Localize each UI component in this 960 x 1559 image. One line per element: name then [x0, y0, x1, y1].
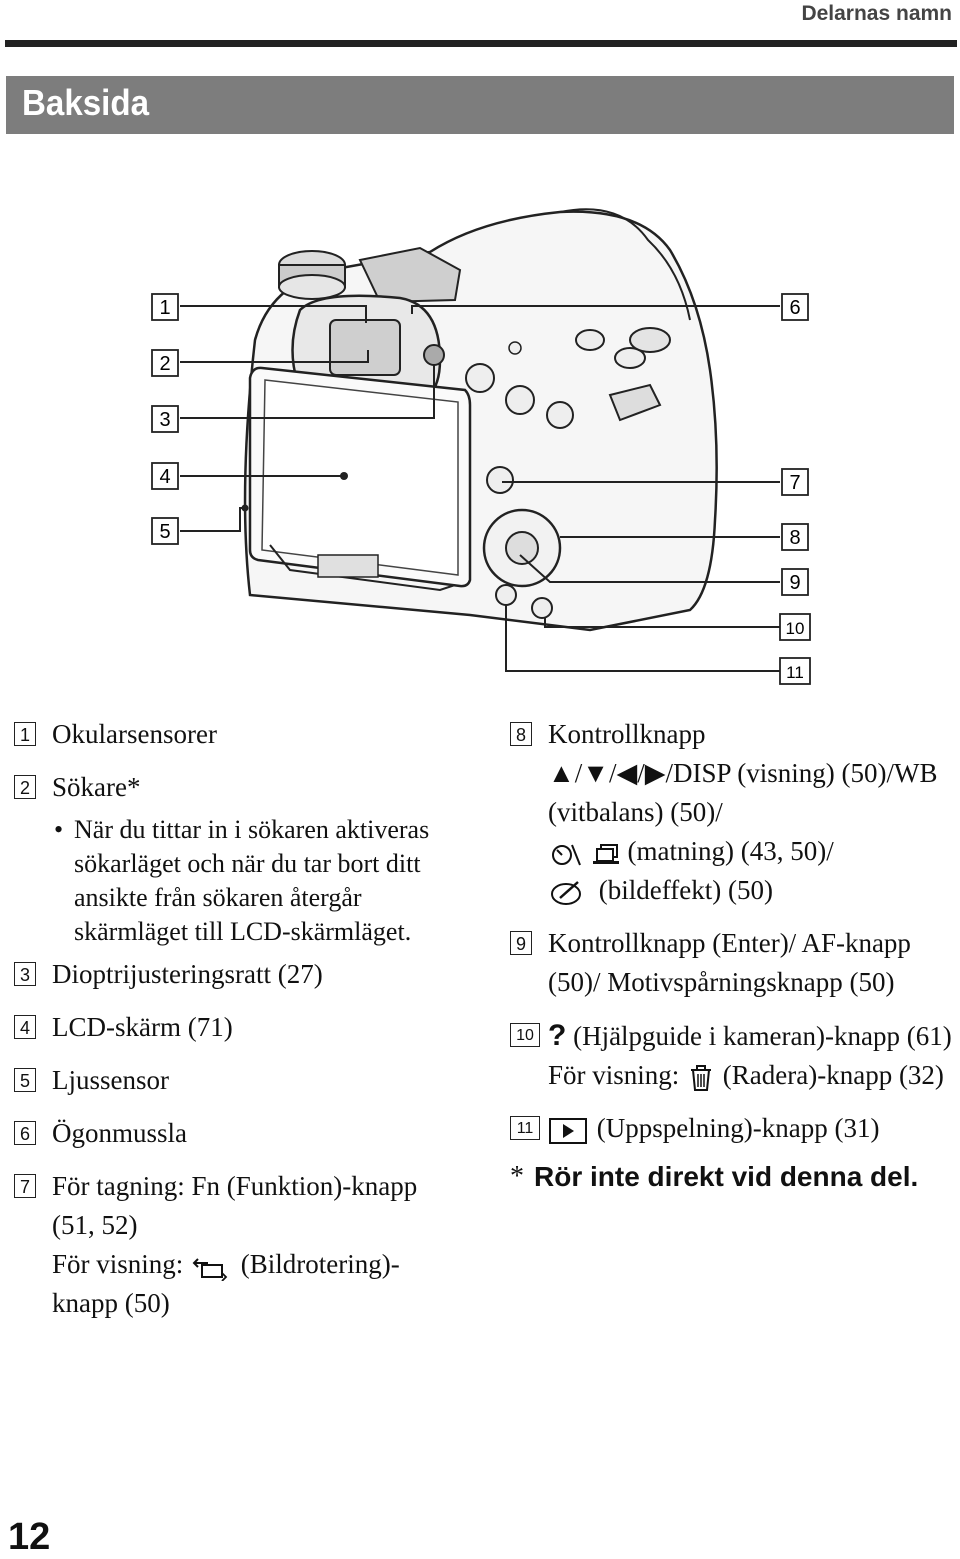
asterisk: *: [510, 1161, 524, 1192]
callout-8: 8: [781, 523, 809, 551]
legend-item-8: 8 Kontrollknapp ▲/▼/◀/▶/DISP (visning) (…: [510, 715, 955, 910]
callout-11: 11: [779, 657, 811, 685]
trash-icon: [691, 1064, 712, 1091]
page-title-banner: Baksida: [6, 76, 954, 134]
callout-3: 3: [151, 405, 179, 433]
legend-item-1: 1 Okularsensorer: [14, 715, 464, 754]
header-rule: [5, 40, 957, 47]
callout-5: 5: [151, 517, 179, 545]
legend-number: 9: [510, 931, 532, 955]
legend-item-7: 7 För tagning: Fn (Funktion)-knapp (51, …: [14, 1167, 464, 1323]
legend-number: 5: [14, 1068, 36, 1092]
legend-item-4: 4 LCD-skärm (71): [14, 1008, 464, 1047]
help-icon: ?: [548, 1019, 567, 1052]
self-timer-icon: [552, 844, 581, 866]
svg-text:4: 4: [159, 466, 170, 488]
playback-icon: [549, 1117, 587, 1144]
legend-number: 8: [510, 722, 532, 746]
legend-number: 7: [14, 1174, 36, 1198]
svg-text:9: 9: [789, 572, 800, 594]
legend-text: Ögonmussla: [52, 1118, 187, 1148]
caution-note: * Rör inte direkt vid denna del.: [510, 1158, 955, 1196]
caution-text: Rör inte direkt vid denna del.: [534, 1161, 919, 1192]
callout-7: 7: [781, 468, 809, 496]
legend-text: ▲/▼/◀/▶/DISP (visning) (50)/WB (vitbalan…: [548, 758, 938, 827]
legend-text: Sökare*: [52, 772, 141, 802]
legend-item-10: 10 ? (Hjälpguide i kameran)-knapp (61) F…: [510, 1016, 955, 1095]
page-number: 12: [8, 1516, 51, 1558]
legend-number: 4: [14, 1015, 36, 1039]
legend-text: För visning:: [52, 1249, 184, 1279]
callout-1: 1: [151, 293, 179, 321]
legend-text: (matning) (43, 50)/: [627, 836, 834, 866]
legend-number: 1: [14, 722, 36, 746]
drive-mode-icon: [592, 843, 619, 864]
legend-text: Ljussensor: [52, 1065, 169, 1095]
legend-number: 6: [14, 1121, 36, 1145]
legend-text: (bildeffekt) (50): [598, 875, 773, 905]
legend-number: 10: [510, 1023, 540, 1047]
legend-text: För tagning: Fn (Funktion)-knapp (51, 52…: [52, 1171, 418, 1240]
viewfinder-note: När du tittar in i sökaren aktiveras sök…: [14, 813, 464, 949]
legend-text: (Bildrotering)-knapp (50): [52, 1249, 400, 1318]
legend-text: Okularsensorer: [52, 719, 217, 749]
legend-text: (Hjälpguide i kameran)-knapp (61): [573, 1021, 952, 1051]
legend-text: Kontrollknapp (Enter)/ AF-knapp (50)/ Mo…: [548, 928, 911, 997]
section-title: Delarnas namn: [801, 2, 952, 25]
legend-item-3: 3 Dioptrijusteringsratt (27): [14, 955, 464, 994]
svg-text:6: 6: [789, 297, 800, 319]
callout-4: 4: [151, 462, 179, 490]
page-title: Baksida: [22, 82, 150, 123]
callout-6: 6: [781, 293, 809, 321]
legend-item-2: 2 Sökare*: [14, 768, 464, 807]
legend-text: Kontrollknapp: [548, 719, 706, 749]
camera-back-diagram: 1 2 3 4 5 6 7 8 9 10 11: [151, 208, 811, 685]
image-rotate-icon: [192, 1258, 228, 1281]
legend-number: 3: [14, 962, 36, 986]
legend-text: (Uppspelning)-knapp (31): [596, 1113, 880, 1143]
svg-text:11: 11: [786, 663, 804, 682]
legend-text: För visning:: [548, 1060, 680, 1090]
svg-text:5: 5: [159, 521, 170, 543]
svg-text:7: 7: [789, 472, 800, 494]
legend-item-11: 11 (Uppspelning)-knapp (31): [510, 1109, 955, 1148]
callout-9: 9: [781, 568, 809, 596]
legend-number: 11: [510, 1116, 540, 1140]
legend-text: LCD-skärm (71): [52, 1012, 233, 1042]
svg-text:2: 2: [159, 353, 170, 375]
legend-item-5: 5 Ljussensor: [14, 1061, 464, 1100]
svg-text:8: 8: [789, 527, 800, 549]
legend-left-column: 1 Okularsensorer 2 Sökare* När du tittar…: [14, 715, 464, 1323]
legend-text: Dioptrijusteringsratt (27): [52, 959, 323, 989]
legend-text: (Radera)-knapp (32): [722, 1060, 944, 1090]
svg-text:3: 3: [159, 409, 170, 431]
svg-text:1: 1: [159, 297, 170, 319]
picture-effect-icon: [551, 880, 581, 905]
svg-text:10: 10: [786, 619, 805, 638]
callout-10: 10: [779, 613, 811, 641]
legend-item-9: 9 Kontrollknapp (Enter)/ AF-knapp (50)/ …: [510, 924, 955, 1002]
legend-right-column: 8 Kontrollknapp ▲/▼/◀/▶/DISP (visning) (…: [510, 715, 955, 1196]
legend-item-6: 6 Ögonmussla: [14, 1114, 464, 1153]
callout-2: 2: [151, 349, 179, 377]
legend-number: 2: [14, 775, 36, 799]
